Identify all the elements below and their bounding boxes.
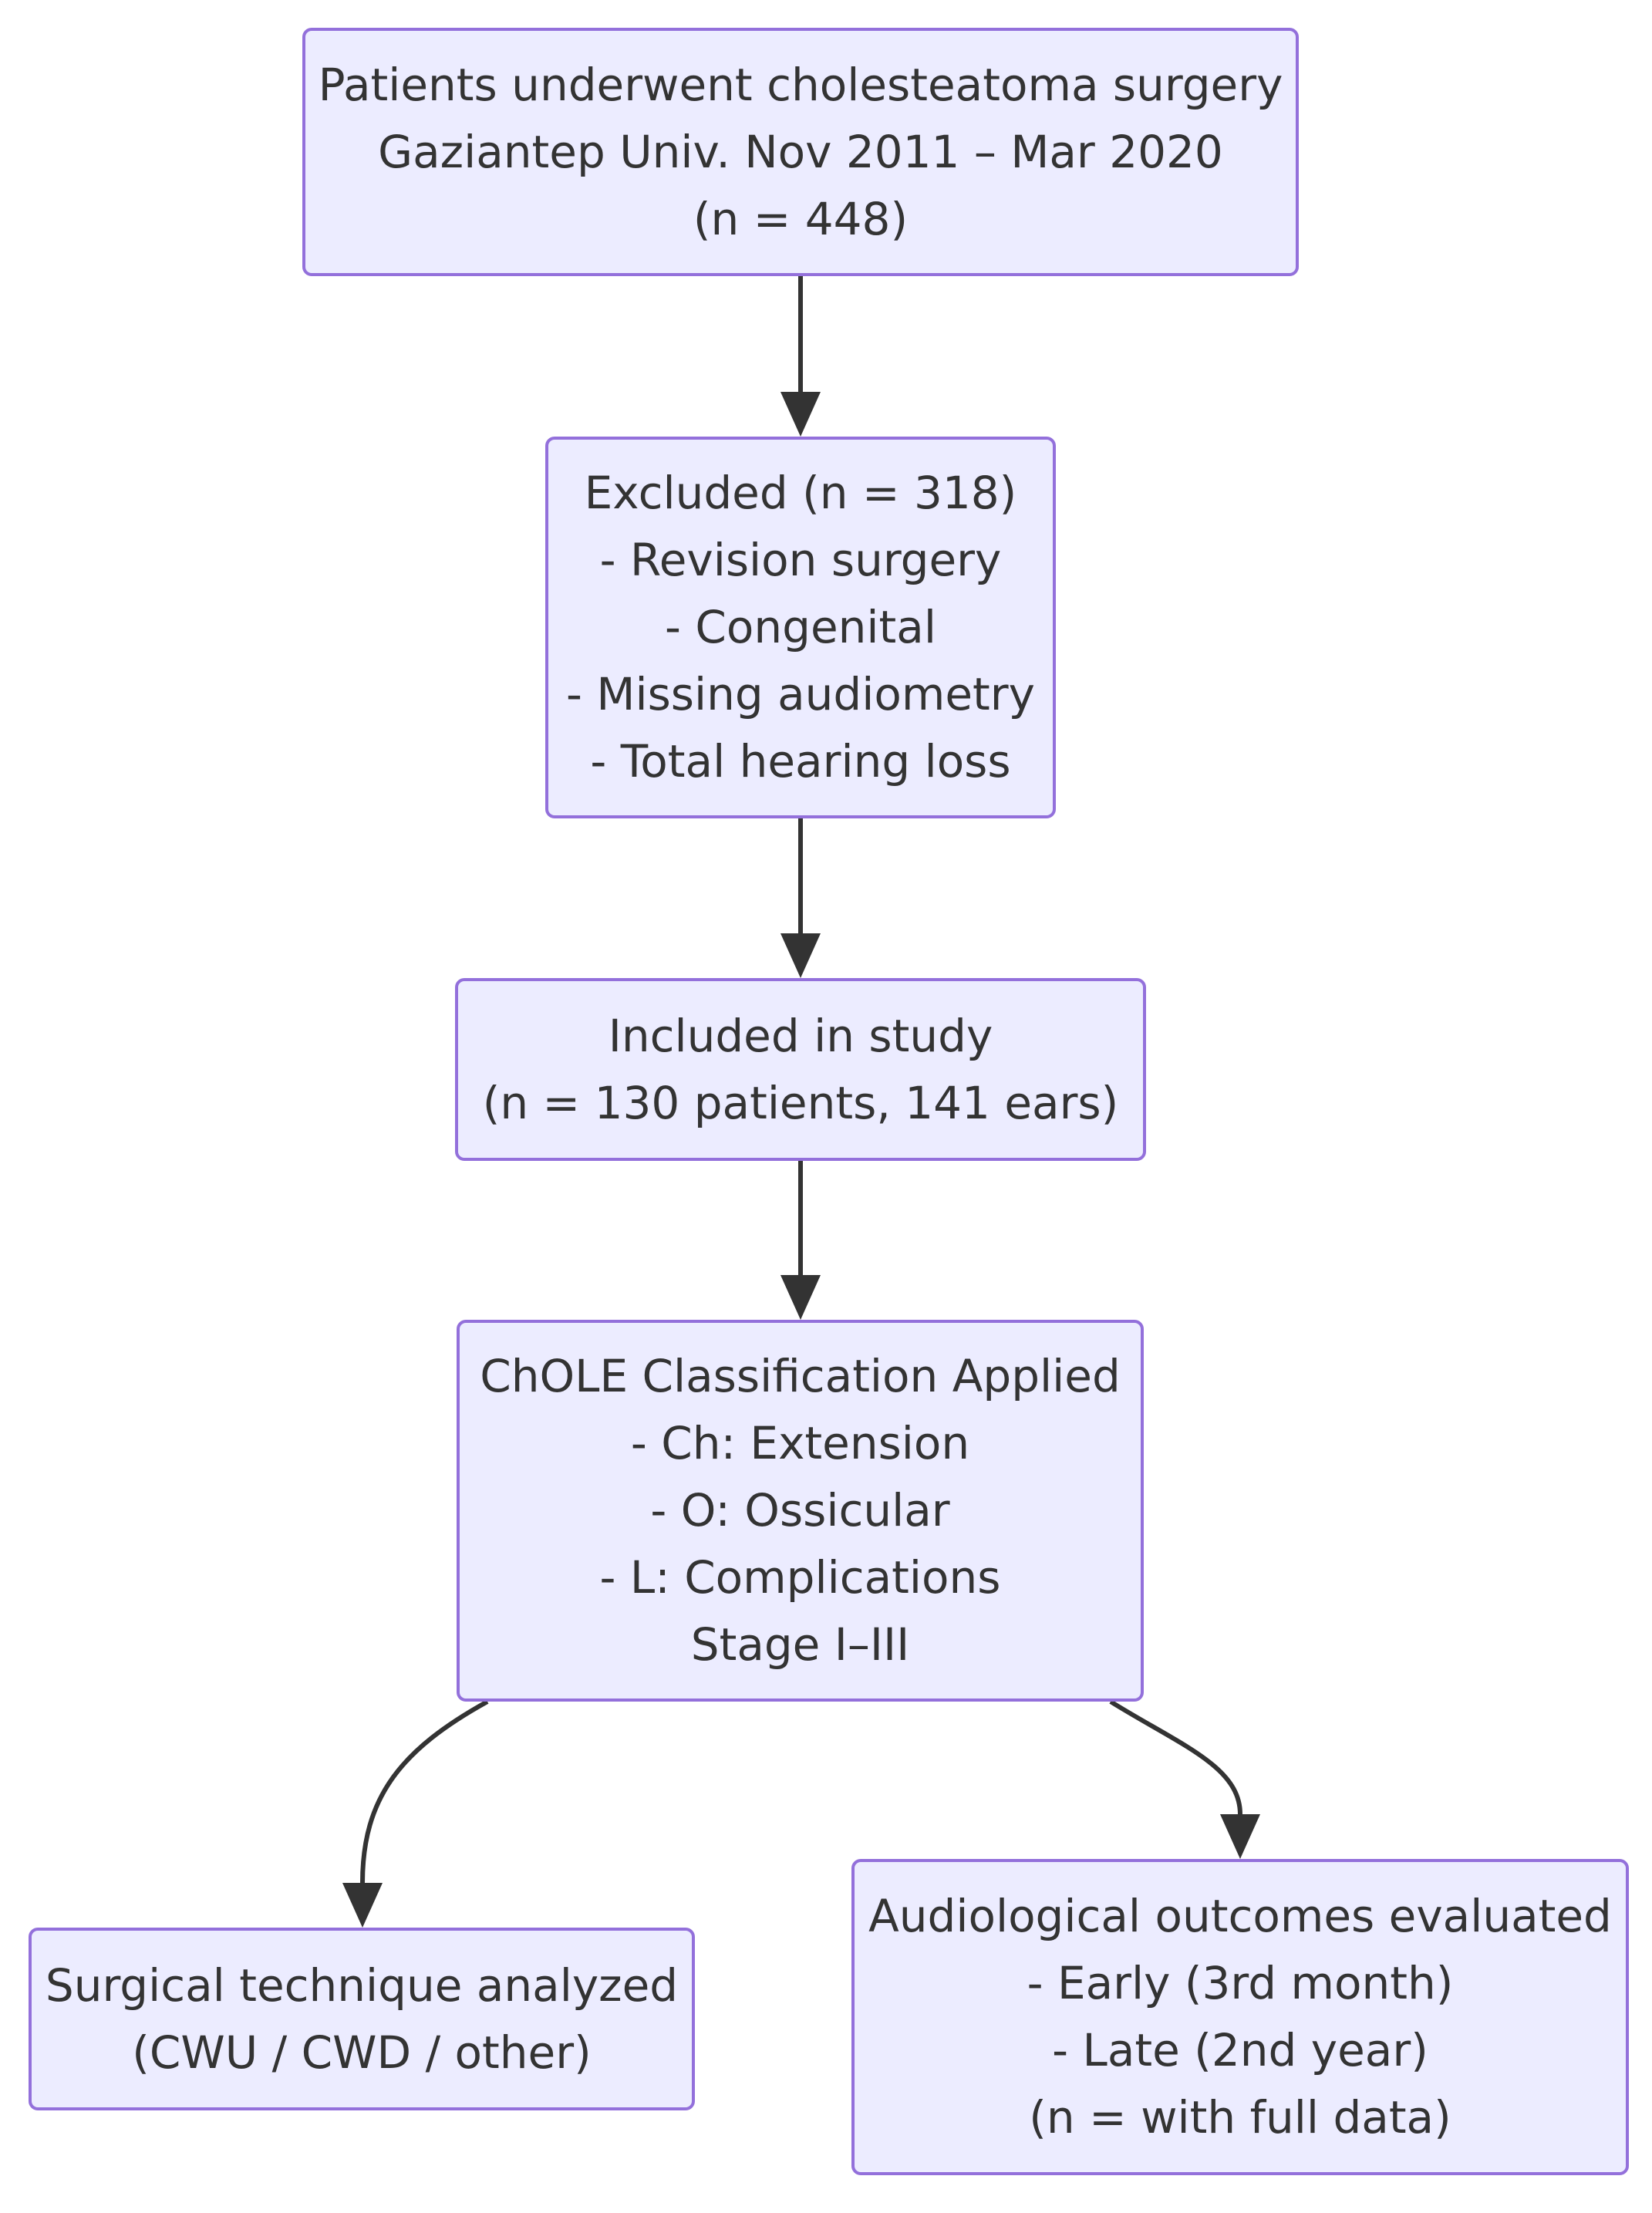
node-line: (n = with full data) bbox=[1029, 2091, 1451, 2144]
node-included-in-study: Included in study (n = 130 patients, 141… bbox=[455, 978, 1146, 1161]
node-line: (CWU / CWD / other) bbox=[132, 2026, 592, 2079]
node-line: Gaziantep Univ. Nov 2011 – Mar 2020 bbox=[378, 125, 1223, 178]
node-surgical-technique: Surgical technique analyzed (CWU / CWD /… bbox=[29, 1928, 695, 2110]
node-line: Surgical technique analyzed bbox=[45, 1958, 679, 2012]
node-excluded: Excluded (n = 318) - Revision surgery - … bbox=[545, 437, 1056, 818]
node-audiological-outcomes: Audiological outcomes evaluated - Early … bbox=[851, 1859, 1629, 2175]
arrow-chole-to-audio bbox=[1109, 1699, 1242, 1815]
arrow-chole-to-surgical bbox=[360, 1699, 489, 1884]
node-line: (n = 448) bbox=[693, 192, 909, 245]
node-line: - Missing audiometry bbox=[566, 668, 1035, 720]
node-line: Audiological outcomes evaluated bbox=[868, 1890, 1612, 1942]
node-chole-classification: ChOLE Classification Applied - Ch: Exten… bbox=[457, 1320, 1144, 1702]
arrowhead-excluded-to-included bbox=[780, 933, 821, 978]
arrowhead-included-to-chole bbox=[780, 1275, 821, 1320]
node-line: - Congenital bbox=[665, 601, 936, 653]
node-line: - L: Complications bbox=[599, 1551, 1001, 1604]
arrowhead-start-to-excluded bbox=[780, 392, 821, 437]
node-line: - O: Ossicular bbox=[650, 1484, 950, 1537]
node-line: Stage I–III bbox=[690, 1618, 910, 1671]
node-line: Patients underwent cholesteatoma surgery bbox=[318, 58, 1283, 111]
node-line: - Total hearing loss bbox=[590, 735, 1011, 788]
node-line: - Early (3rd month) bbox=[1027, 1957, 1454, 2009]
node-line: - Revision surgery bbox=[599, 534, 1002, 586]
node-line: - Ch: Extension bbox=[630, 1417, 970, 1469]
node-line: - Late (2nd year) bbox=[1052, 2024, 1428, 2076]
node-line: (n = 130 patients, 141 ears) bbox=[482, 1076, 1119, 1129]
node-patients-cholesteatoma-surgery: Patients underwent cholesteatoma surgery… bbox=[302, 28, 1299, 276]
node-line: ChOLE Classification Applied bbox=[480, 1350, 1121, 1402]
node-line: Included in study bbox=[608, 1009, 993, 1062]
arrowhead-chole-to-surgical bbox=[342, 1883, 383, 1928]
arrowhead-chole-to-audio bbox=[1220, 1814, 1260, 1859]
node-line: Excluded (n = 318) bbox=[584, 467, 1017, 519]
